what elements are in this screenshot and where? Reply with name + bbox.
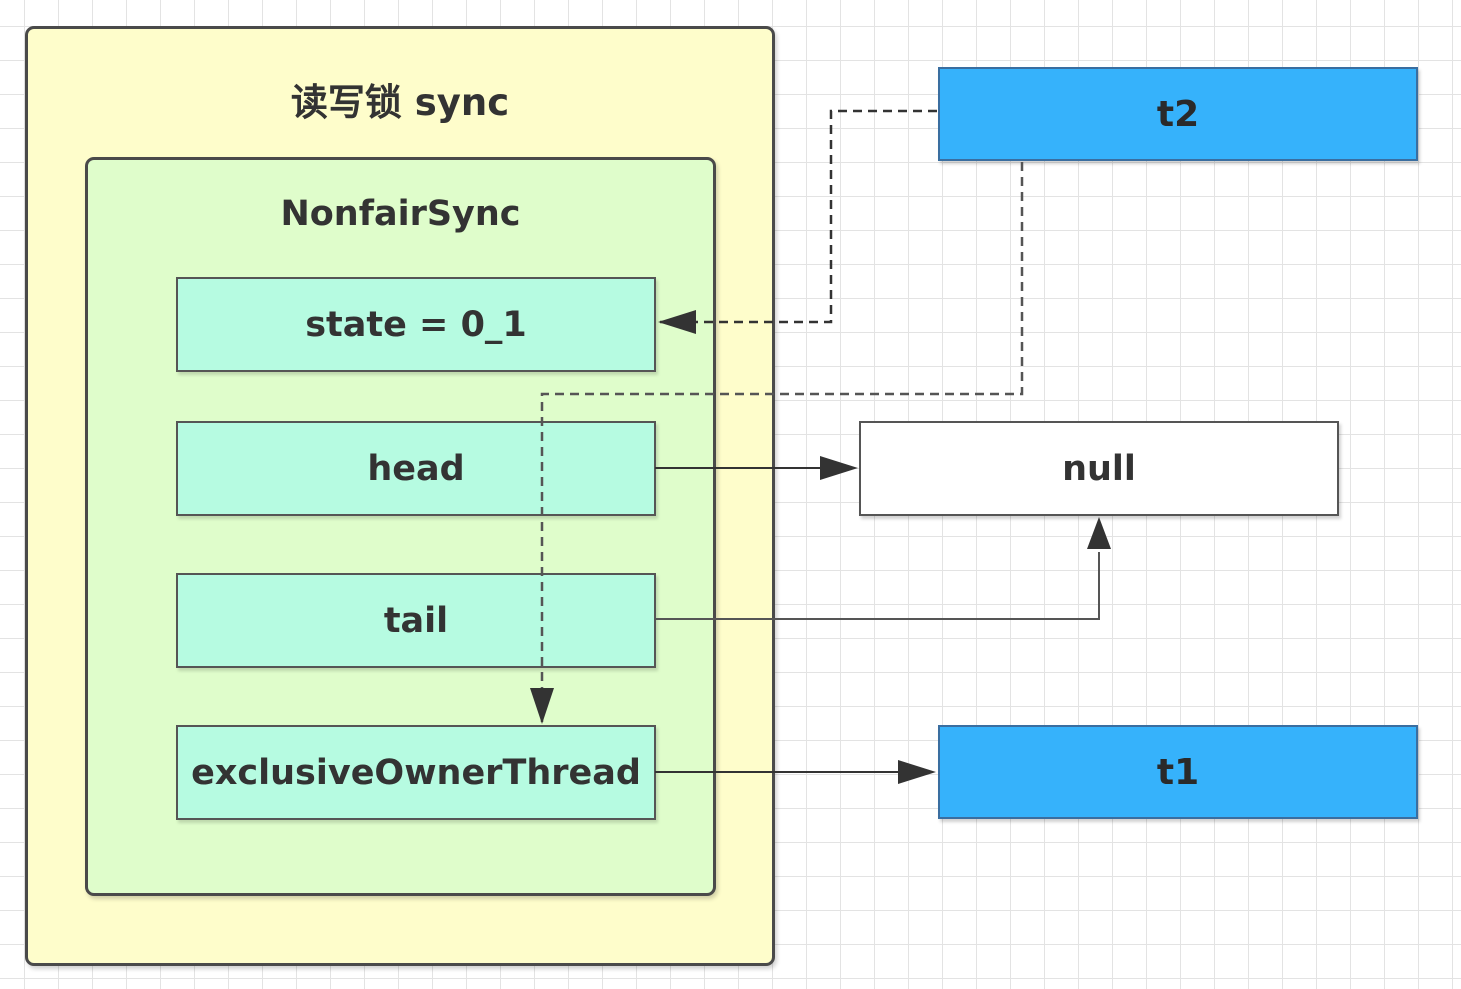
null-node: null <box>859 421 1339 516</box>
tail-field: tail <box>176 573 656 668</box>
null-node-label: null <box>1062 448 1136 489</box>
thread-t2-label: t2 <box>1156 93 1200 135</box>
arrowhead-null-bottom-icon <box>1087 517 1111 549</box>
exclusive-owner-thread-label: exclusiveOwnerThread <box>191 752 641 793</box>
thread-t1-label: t1 <box>1156 751 1200 793</box>
arrowhead-t1-icon <box>898 760 936 784</box>
arrowhead-null-left-icon <box>820 456 858 480</box>
state-field-label: state = 0_1 <box>305 304 527 345</box>
nonfairsync-container-title: NonfairSync <box>280 194 521 234</box>
head-field: head <box>176 421 656 516</box>
exclusive-owner-thread-field: exclusiveOwnerThread <box>176 725 656 820</box>
head-field-label: head <box>367 448 465 489</box>
tail-field-label: tail <box>383 600 449 641</box>
thread-t1-node: t1 <box>938 725 1418 819</box>
thread-t2-node: t2 <box>938 67 1418 161</box>
state-field: state = 0_1 <box>176 277 656 372</box>
sync-container-title: 读写锁 sync <box>290 81 510 124</box>
